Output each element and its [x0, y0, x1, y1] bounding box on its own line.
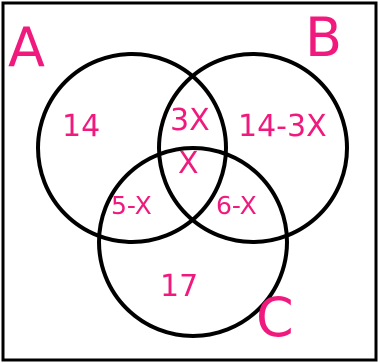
set-a-circle	[36, 52, 228, 244]
set-b-circle	[157, 52, 349, 244]
region-b-only: 14-3X	[238, 109, 327, 144]
region-a-and-c-only: 5-X	[111, 191, 152, 220]
region-a-and-b-and-c: X	[178, 146, 199, 181]
region-a-and-b-only: 3X	[170, 103, 210, 138]
region-a-only: 14	[62, 109, 100, 144]
set-c-label: C	[256, 286, 294, 349]
region-c-only: 17	[160, 269, 198, 304]
set-c-circle	[97, 146, 289, 338]
region-b-and-c-only: 6-X	[216, 191, 257, 220]
set-a-label: A	[8, 16, 45, 79]
set-b-label: B	[305, 6, 342, 69]
